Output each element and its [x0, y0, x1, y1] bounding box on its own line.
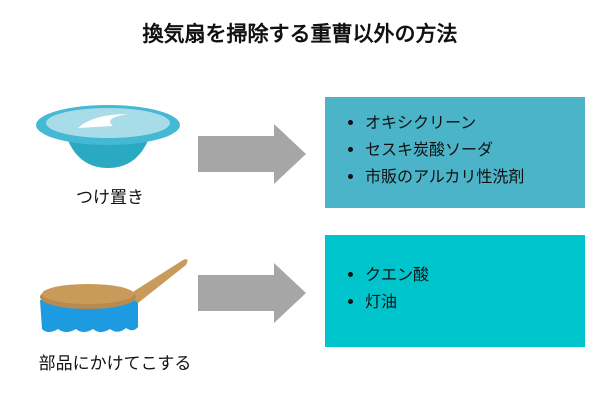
brush-icon: [40, 259, 188, 332]
method-label-soak: つけ置き: [76, 188, 144, 208]
method-label-scrub: 部品にかけてこする: [38, 354, 192, 374]
arrow-icon: [198, 263, 306, 323]
list-item: 灯油: [365, 288, 585, 315]
list-item: オキシクリーン: [365, 109, 585, 136]
list-item: 市販のアルカリ性洗剤: [365, 163, 585, 190]
list-item: セスキ炭酸ソーダ: [365, 136, 585, 163]
soak-cleaners-box: オキシクリーン セスキ炭酸ソーダ 市販のアルカリ性洗剤: [325, 97, 585, 208]
list-item: クエン酸: [365, 261, 585, 288]
arrow-icon: [198, 124, 306, 184]
bowl-icon: [36, 105, 180, 168]
page-title: 換気扇を掃除する重曹以外の方法: [142, 22, 458, 46]
scrub-cleaners-box: クエン酸 灯油: [325, 235, 585, 347]
